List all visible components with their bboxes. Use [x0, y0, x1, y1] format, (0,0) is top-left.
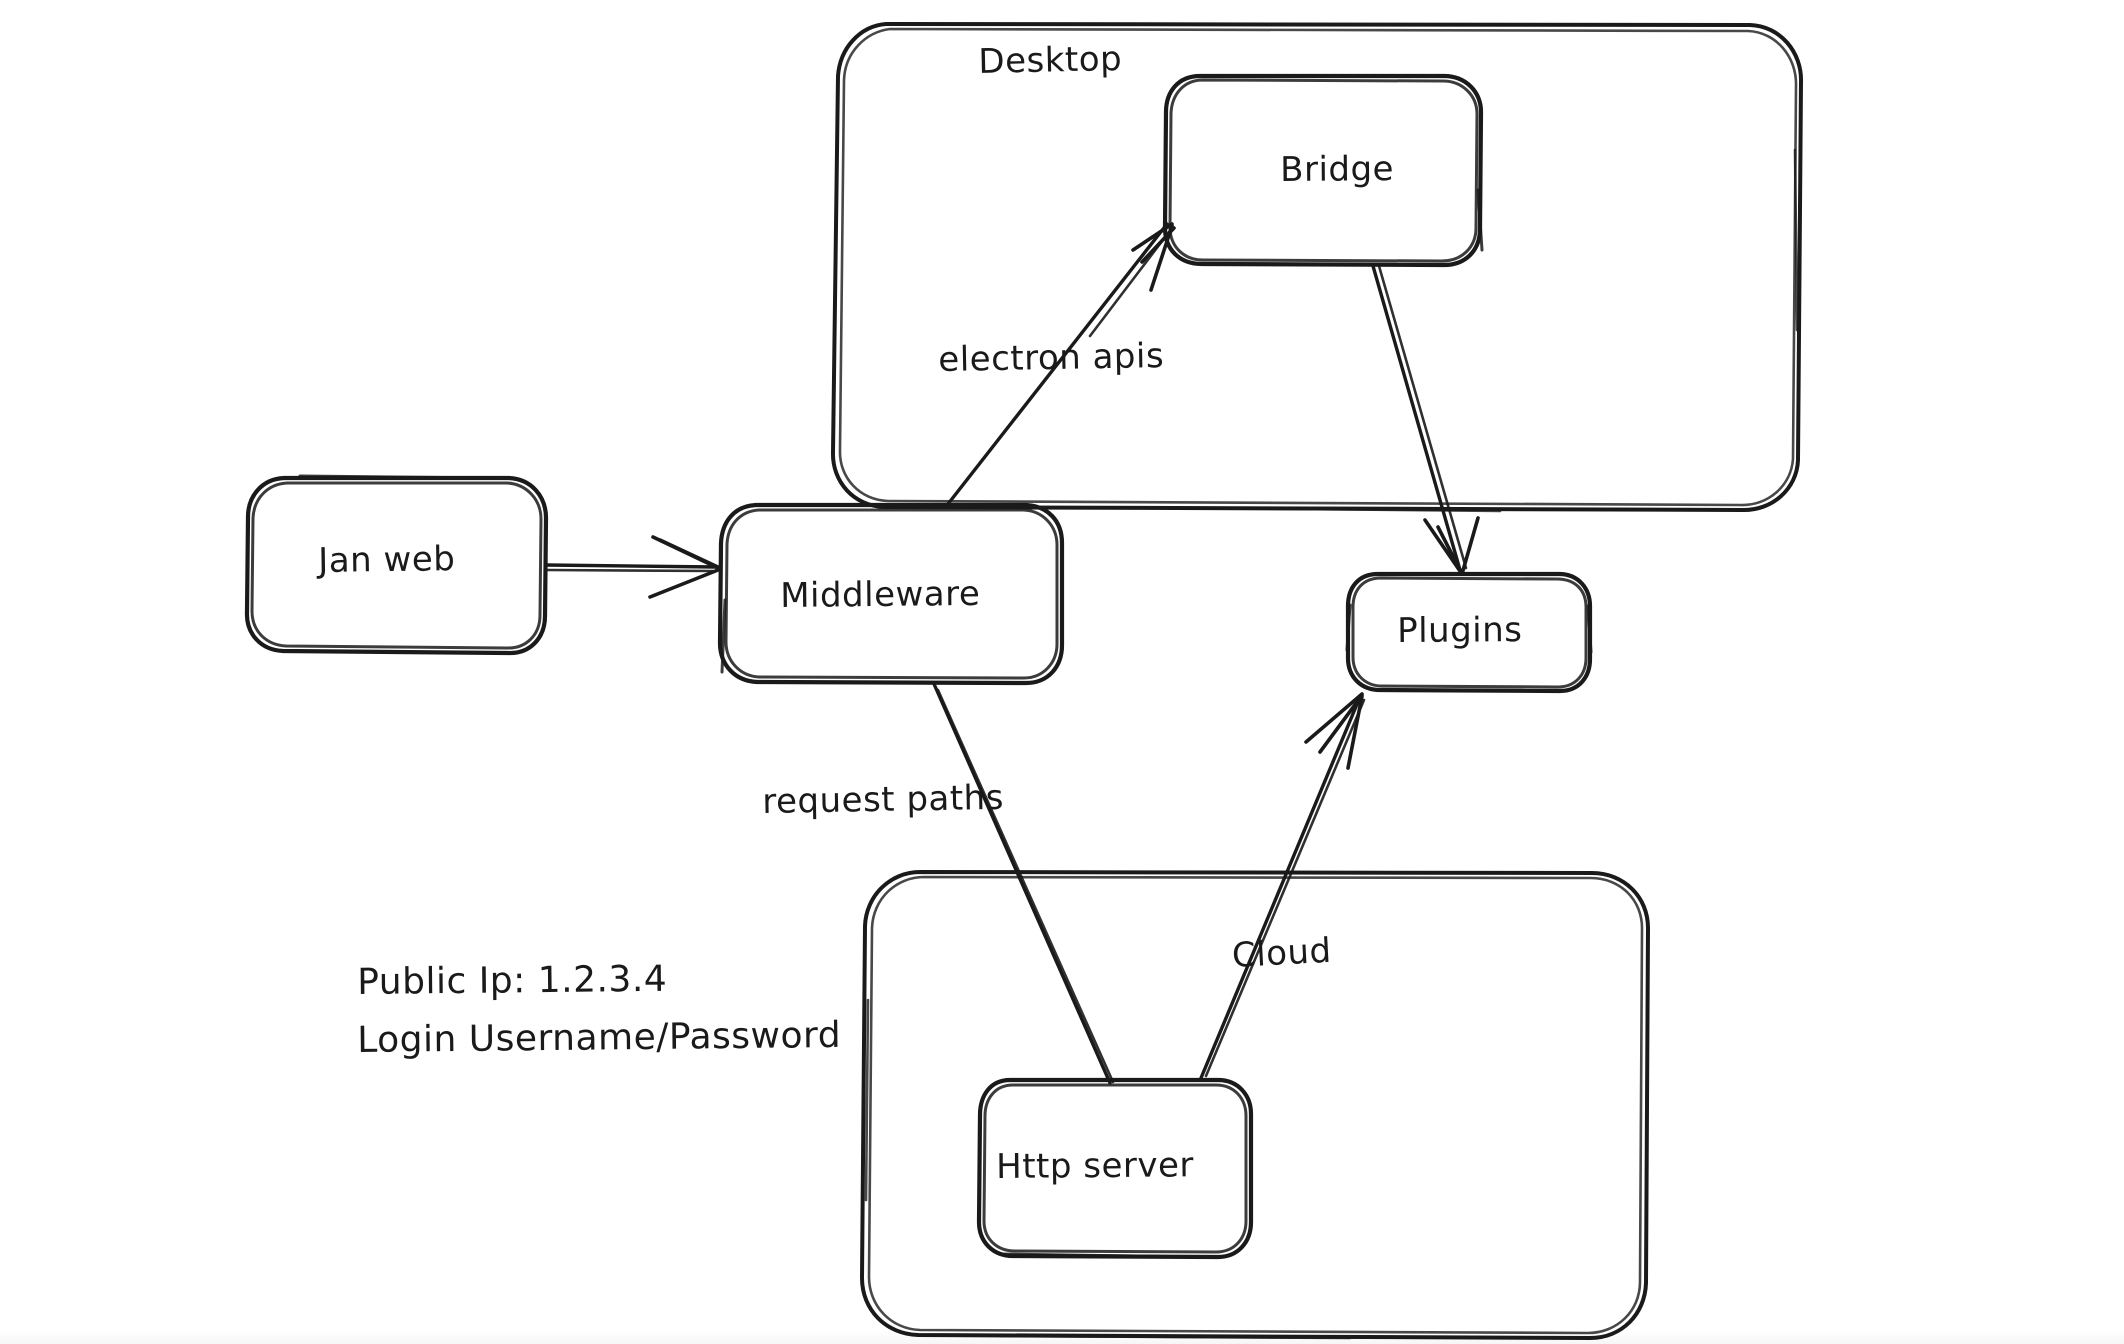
- edge-middleware-to-bridge: [946, 222, 1176, 506]
- node-jan-web[interactable]: [248, 478, 546, 653]
- note-public-ip: Public Ip: 1.2.3.4: [357, 958, 668, 1003]
- edge-label-request-paths: request paths: [762, 777, 1005, 822]
- node-plugins[interactable]: [1348, 574, 1590, 691]
- edge-jan-web-to-middleware: [544, 535, 722, 599]
- node-plugins-outline: [1345, 571, 1593, 694]
- node-jan-web-outline: [244, 474, 549, 656]
- node-middleware[interactable]: [720, 505, 1062, 683]
- node-http-server[interactable]: [979, 1080, 1251, 1257]
- node-bridge[interactable]: [1165, 76, 1481, 265]
- edge-bridge-to-plugins: [1371, 264, 1480, 576]
- node-bridge-outline: [1162, 73, 1484, 268]
- group-label-desktop: Desktop: [978, 38, 1123, 82]
- note-login-credentials: Login Username/Password: [357, 1014, 842, 1061]
- edge-middleware-to-http-server: [932, 682, 1115, 1085]
- node-http-server-outline: [976, 1077, 1254, 1260]
- group-label-cloud: Cloud: [1231, 930, 1333, 976]
- edge-label-electron-apis: electron apis: [938, 336, 1165, 380]
- node-middleware-outline: [717, 502, 1065, 686]
- group-cloud-outline: [860, 870, 1650, 1340]
- edge-http-server-to-plugins: [1199, 692, 1366, 1080]
